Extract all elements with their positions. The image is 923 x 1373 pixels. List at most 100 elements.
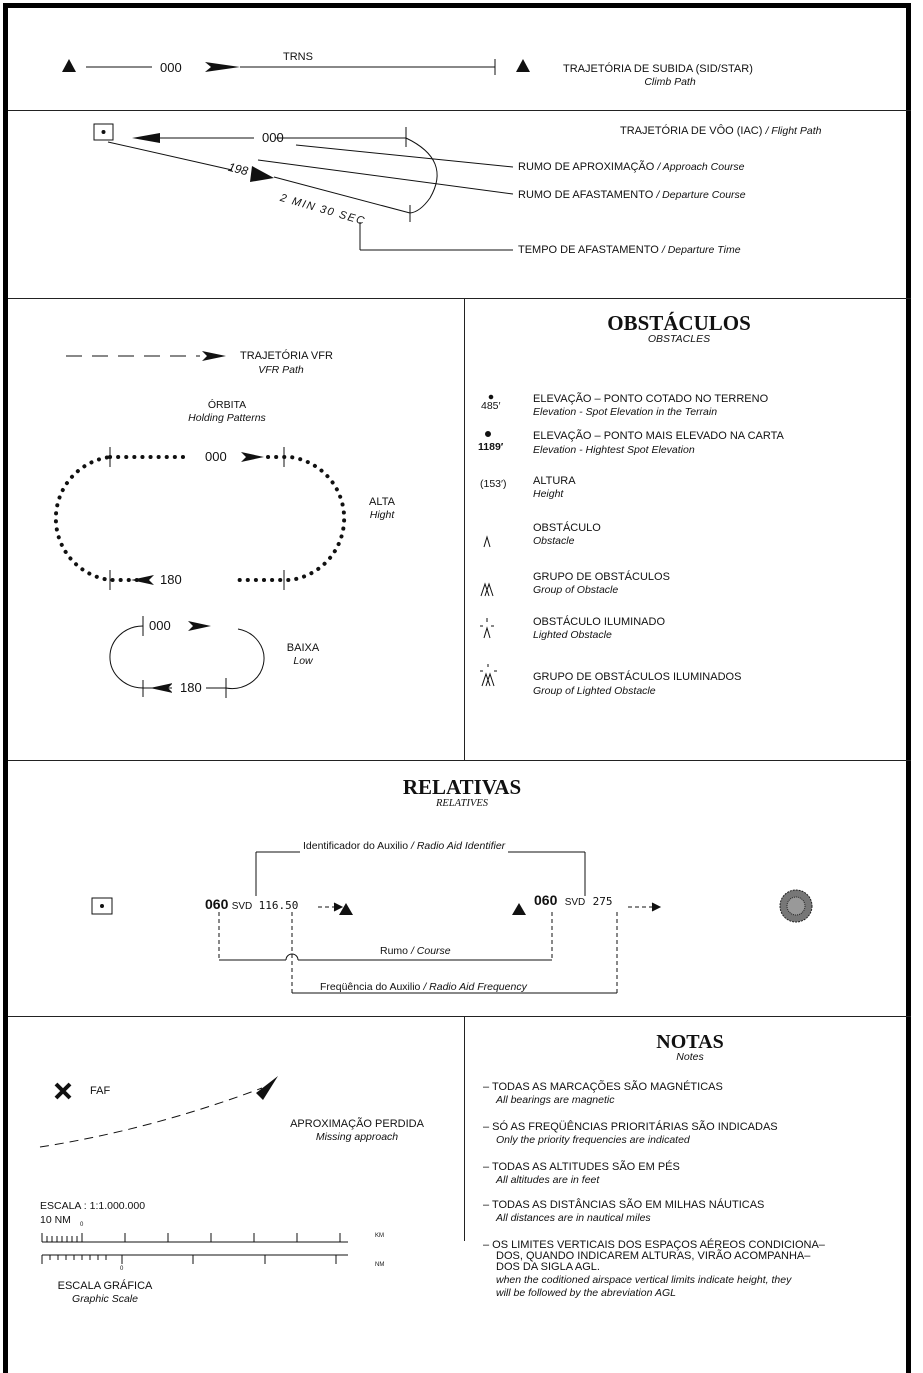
note-text: – TODAS AS DISTÂNCIAS SÃO EM MILHAS NÁUT… xyxy=(483,1199,765,1211)
obstacle-sub: Lighted Obstacle xyxy=(533,629,612,641)
flight-course: 000 xyxy=(262,130,284,145)
scale-km: KM xyxy=(375,1233,384,1239)
obstacle-sub: Height xyxy=(533,488,564,500)
holding-low-bottom: 180 xyxy=(180,680,202,695)
climb-path xyxy=(62,59,530,75)
obstacle-symbols xyxy=(480,394,497,687)
note-translation: All altitudes are in feet xyxy=(496,1174,600,1186)
obstacle-label: OBSTÁCULO xyxy=(533,522,601,534)
scale-nm-unit: NM xyxy=(375,1262,385,1268)
obstacle-group-icon xyxy=(480,582,494,597)
divider-2 xyxy=(8,298,911,299)
scale-nm: 10 NM xyxy=(40,1214,71,1226)
holding-high-label: ALTA xyxy=(369,496,395,508)
holding-sub: Holding Patterns xyxy=(188,412,266,424)
notes-title: NOTAS xyxy=(656,1031,724,1053)
note-translation: Only the priority frequencies are indica… xyxy=(496,1134,690,1146)
obstacle-label: ELEVAÇÃO – PONTO COTADO NO TERRENO xyxy=(533,393,769,405)
time-label: TEMPO DE AFASTAMENTO / Departure Time xyxy=(518,244,741,256)
lighted-obstacle-icon xyxy=(483,626,491,639)
obstacle-sub: Elevation - Spot Elevation in the Terrai… xyxy=(533,406,718,418)
nav-triangle-icon xyxy=(339,903,353,915)
left-course: 060 xyxy=(205,896,229,912)
note-translation: All distances are in nautical miles xyxy=(496,1212,651,1224)
climb-sub: Climb Path xyxy=(644,76,696,88)
vfr-sub: VFR Path xyxy=(258,364,304,376)
climb-course: 000 xyxy=(160,60,182,75)
holding-high-top: 000 xyxy=(203,449,229,464)
holding-low-label: BAIXA xyxy=(286,642,320,654)
scale-tick-zero-nm: 0 xyxy=(120,1266,124,1272)
obstacle-sub: Elevation - Hightest Spot Elevation xyxy=(533,444,695,456)
right-identifier: SVD xyxy=(564,897,586,908)
vor-dme-icon xyxy=(93,123,114,141)
vfr-path-line xyxy=(66,351,226,361)
missed-label: APROXIMAÇÃO PERDIDA xyxy=(290,1118,424,1130)
relatives-diagram xyxy=(91,851,813,994)
note-text: DOS DA SIGLA AGL. xyxy=(496,1261,600,1273)
obstacle-sub: Obstacle xyxy=(533,535,575,547)
holding-title: ÓRBITA xyxy=(207,399,247,411)
note-text: – SÓ AS FREQÜÊNCIAS PRIORITÁRIAS SÃO IND… xyxy=(483,1121,778,1133)
notes-subtitle: Notes xyxy=(676,1051,704,1063)
obstacle-symbol-highest: 1189′ xyxy=(478,441,504,453)
divider-mid-1 xyxy=(464,298,465,760)
note-translation: All bearings are magnetic xyxy=(496,1094,615,1106)
approach-label: RUMO DE APROXIMAÇÃO / Approach Course xyxy=(518,161,745,173)
graphic-scale xyxy=(41,1233,348,1264)
holding-low xyxy=(109,616,265,698)
divider-4 xyxy=(8,1016,911,1017)
obstacles-title: OBSTÁCULOS xyxy=(607,311,751,335)
note-text: – OS LIMITES VERTICAIS DOS ESPAÇOS AÉREO… xyxy=(483,1239,825,1251)
note-text: – TODAS AS MARCAÇÕES SÃO MAGNÉTICAS xyxy=(483,1081,723,1093)
left-identifier: SVD xyxy=(231,901,253,912)
note-text: DOS, QUANDO INDICAREM ALTURAS, VIRÃO ACO… xyxy=(496,1250,811,1262)
obstacle-symbol-height: (153′) xyxy=(480,478,507,490)
vfr-label: TRAJETÓRIA VFR xyxy=(240,350,333,362)
obstacle-label: ELEVAÇÃO – PONTO MAIS ELEVADO NA CARTA xyxy=(533,430,784,442)
left-aid-block: 060 SVD 116.50 xyxy=(205,896,299,913)
missed-sub: Missing approach xyxy=(315,1131,399,1143)
obstacle-sub: Group of Obstacle xyxy=(533,584,619,596)
climb-trns: TRNS xyxy=(283,51,313,63)
note-text: – TODAS AS ALTITUDES SÃO EM PÉS xyxy=(483,1161,680,1173)
obstacles-subtitle: OBSTACLES xyxy=(647,333,711,345)
obstacle-symbol-spot: 485′ xyxy=(481,400,501,412)
holding-high-sub: Hight xyxy=(369,509,395,521)
scale-tick-zero: 0 xyxy=(80,1222,84,1228)
graphic-scale-label: ESCALA GRÁFICA xyxy=(57,1280,153,1292)
nav-triangle-icon xyxy=(516,59,530,72)
path-label: TRAJETÓRIA DE VÔO (IAC) / Flight Path xyxy=(620,125,822,137)
obstacle-label: OBSTÁCULO ILUMINADO xyxy=(533,616,666,628)
obstacle-icon xyxy=(483,535,491,548)
right-frequency: 275 xyxy=(592,895,613,908)
relatives-title: RELATIVAS xyxy=(402,775,522,799)
departure-label: RUMO DE AFASTAMENTO / Departure Course xyxy=(518,189,746,201)
obstacle-label: GRUPO DE OBSTÁCULOS ILUMINADOS xyxy=(533,671,742,683)
obstacle-sub: Group of Lighted Obstacle xyxy=(533,685,656,697)
faf-label: FAF xyxy=(90,1085,111,1097)
legend-frame xyxy=(3,3,911,1373)
relatives-subtitle: RELATIVES xyxy=(435,798,489,809)
note-translation: when the coditioned airspace vertical li… xyxy=(496,1274,792,1286)
right-course: 060 xyxy=(534,892,558,908)
obstacle-label: ALTURA xyxy=(533,475,576,487)
lighted-obstacle-group-icon xyxy=(481,672,495,687)
divider-mid-2 xyxy=(464,1016,465,1241)
graphic-scale-sub: Graphic Scale xyxy=(72,1293,138,1305)
frequency-label: Freqüência do Auxilio / Radio Aid Freque… xyxy=(320,981,527,993)
right-aid-block: 060 SVD 275 xyxy=(534,892,613,909)
vor-dme-icon xyxy=(91,897,113,915)
holding-low-top: 000 xyxy=(149,618,171,633)
left-frequency: 116.50 xyxy=(258,899,299,912)
missed-approach xyxy=(39,1076,278,1148)
holding-high-bottom: 180 xyxy=(158,572,184,587)
nav-triangle-icon xyxy=(62,59,76,72)
holding-high xyxy=(53,447,347,590)
divider-3 xyxy=(8,760,911,761)
note-translation: will be followed by the abreviation AGL xyxy=(496,1287,676,1299)
scale-text: ESCALA : 1:1.000.000 xyxy=(40,1200,146,1212)
obstacle-label: GRUPO DE OBSTÁCULOS xyxy=(533,571,670,583)
identifier-label: Identificador do Auxilio / Radio Aid Ide… xyxy=(300,840,509,853)
